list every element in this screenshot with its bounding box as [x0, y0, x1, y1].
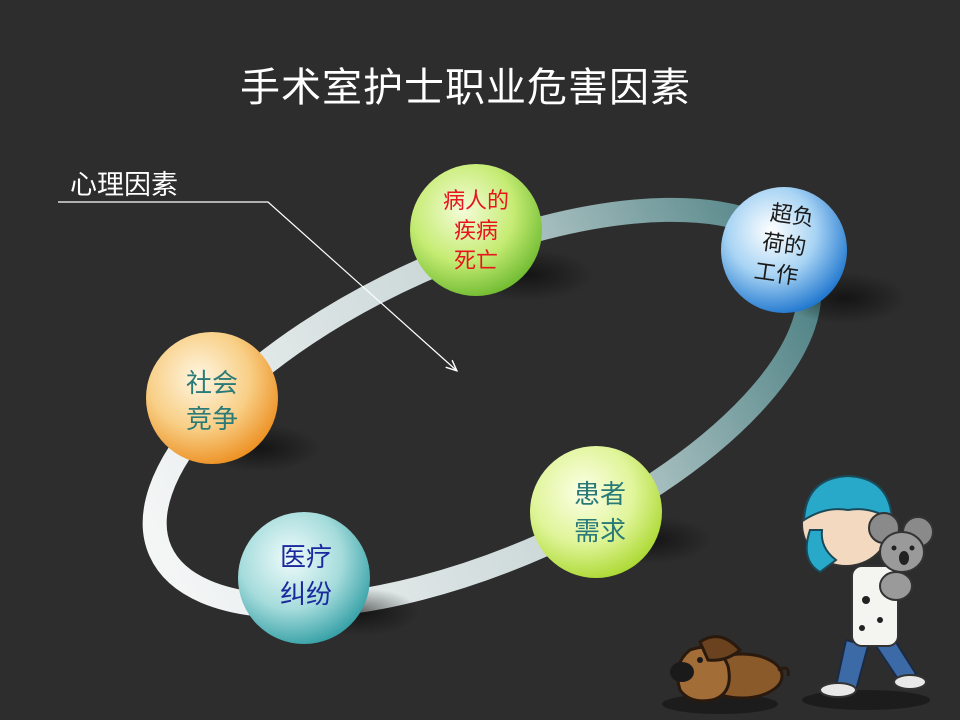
- node-medical-dispute: 医疗 纠纷: [238, 512, 370, 644]
- node-label-line: 工作: [752, 259, 799, 290]
- node-label-line: 超负: [769, 201, 816, 232]
- cartoon-boy-illustration: [801, 474, 934, 710]
- node-label-line: 患者: [574, 480, 626, 510]
- node-label-line: 社会: [186, 369, 238, 399]
- node-label-line: 病人的: [443, 189, 509, 214]
- node-label-line: 纠纷: [280, 580, 332, 610]
- node-label-line: 疾病: [454, 219, 498, 244]
- node-label-line: 需求: [574, 517, 626, 547]
- pointer-arrow: [58, 201, 456, 370]
- slide-subtitle: 心理因素: [70, 170, 178, 201]
- node-social-competition: 社会 竞争: [146, 332, 278, 464]
- node-overload-work: 超负 荷的 工作: [721, 187, 847, 313]
- node-label-line: 竞争: [186, 405, 238, 435]
- cartoon-dog-illustration: [662, 635, 790, 714]
- node-patient-death: 病人的 疾病 死亡: [410, 164, 542, 296]
- node-label-line: 医疗: [280, 543, 332, 573]
- node-patient-demand: 患者 需求: [530, 446, 662, 578]
- node-label-line: 荷的: [761, 230, 808, 261]
- node-label-line: 死亡: [454, 249, 498, 274]
- slide-title: 手术室护士职业危害因素: [240, 65, 691, 111]
